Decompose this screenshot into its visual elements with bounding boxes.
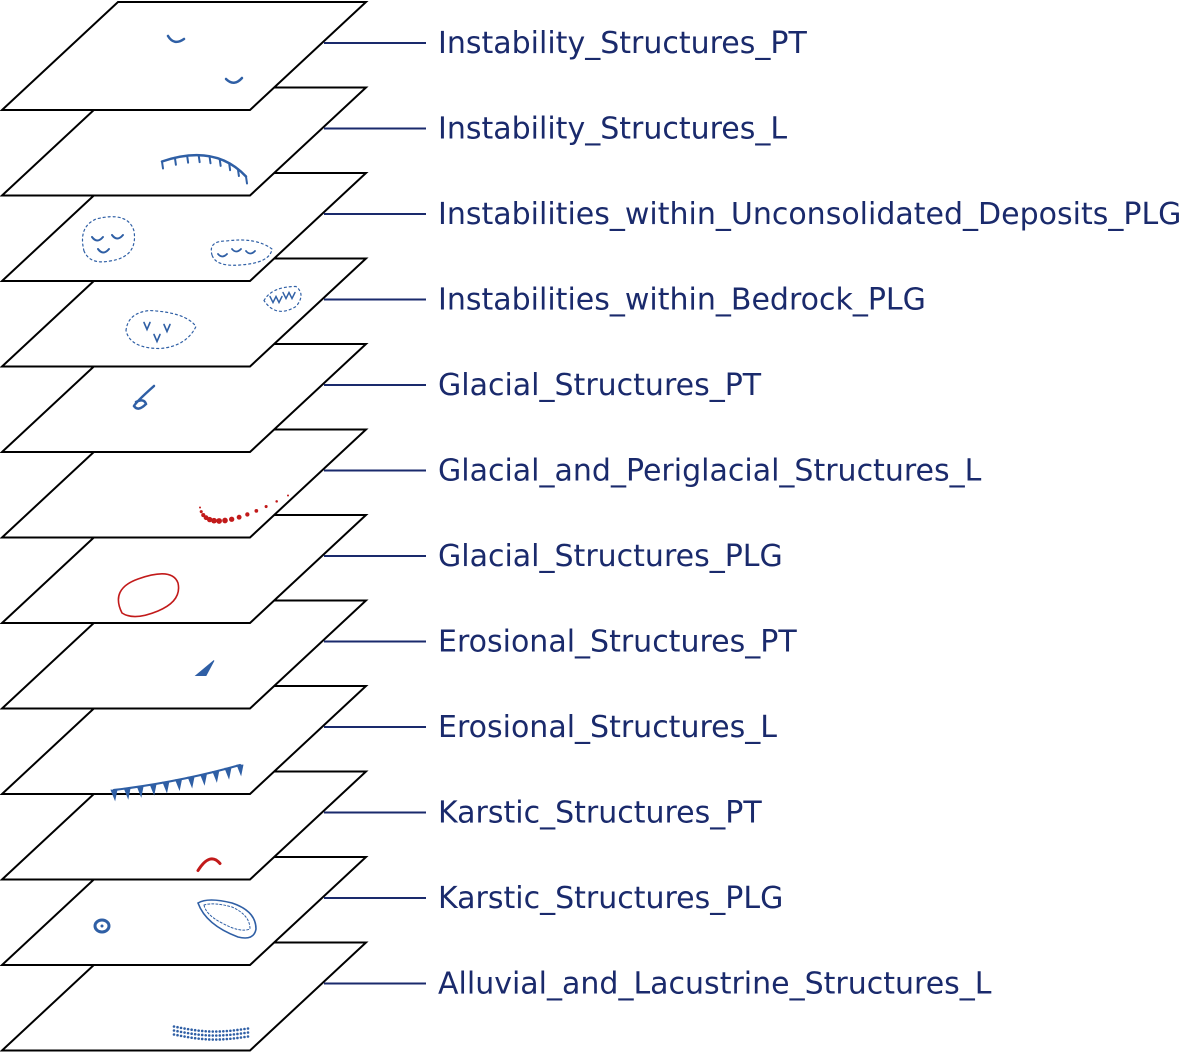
layer-plane-12	[0, 941, 369, 1052]
layer-plane-5	[0, 343, 369, 453]
plane-outline	[0, 172, 369, 282]
layer-symbol-dotted-curve	[199, 494, 289, 524]
plane-outline	[0, 856, 369, 966]
layer-symbol-dotted-polygons-v	[125, 285, 302, 350]
layer-label-4: Instabilities_within_Bedrock_PLG	[438, 283, 926, 318]
layer-symbol-red-arc	[196, 857, 222, 872]
layer-labels: Instability_Structures_PT Instability_Str…	[324, 26, 1181, 1002]
layer-label-12: Alluvial_and_Lacustrine_Structures_L	[438, 967, 992, 1002]
layer-symbol-target-and-outline	[93, 899, 257, 939]
layer-plane-9	[0, 685, 369, 802]
layer-label-8: Erosional_Structures_PT	[438, 625, 797, 660]
layer-plane-3	[0, 172, 369, 282]
plane-outline	[0, 514, 369, 624]
layer-label-2: Instability_Structures_L	[438, 112, 787, 147]
plane-outline	[0, 941, 369, 1052]
layer-symbol-dotted-polygons-crescents	[81, 216, 273, 266]
layer-plane-4	[0, 257, 369, 368]
layer-symbol-triangle-arc	[110, 763, 244, 802]
layer-plane-10	[0, 770, 369, 881]
plane-outline	[0, 343, 369, 453]
layer-plane-7	[0, 514, 369, 624]
layer-label-3: Instabilities_within_Unconsolidated_Depo…	[438, 197, 1181, 232]
layer-plane-11	[0, 856, 369, 966]
layer-symbol-small-loop	[132, 384, 156, 410]
plane-outline	[0, 428, 369, 539]
layer-label-6: Glacial_and_Periglacial_Structures_L	[438, 454, 982, 489]
layer-label-7: Glacial_Structures_PLG	[438, 539, 783, 574]
plane-outline	[0, 0, 369, 111]
plane-outline	[0, 86, 369, 197]
layer-label-5: Glacial_Structures_PT	[438, 368, 762, 403]
plane-outline	[0, 685, 369, 795]
layer-plane-2	[0, 86, 369, 197]
layer-symbol-outline-ring	[117, 573, 180, 618]
layer-symbol-tick-arc	[160, 154, 248, 185]
plane-outline	[0, 257, 369, 368]
layer-label-9: Erosional_Structures_L	[438, 710, 777, 745]
layer-plane-8	[0, 599, 369, 710]
layer-symbol-crescents	[166, 34, 244, 84]
layer-plane-6	[0, 428, 369, 539]
plane-outline	[0, 599, 369, 710]
layer-label-11: Karstic_Structures_PLG	[438, 881, 783, 916]
plane-outline	[0, 770, 369, 881]
layer-label-10: Karstic_Structures_PT	[438, 796, 762, 831]
layer-symbol-dotted-band	[172, 1025, 250, 1041]
layer-planes	[0, 0, 369, 1052]
layer-plane-1	[0, 0, 369, 111]
layer-symbol-wedge	[194, 660, 215, 676]
layer-label-1: Instability_Structures_PT	[438, 26, 807, 61]
